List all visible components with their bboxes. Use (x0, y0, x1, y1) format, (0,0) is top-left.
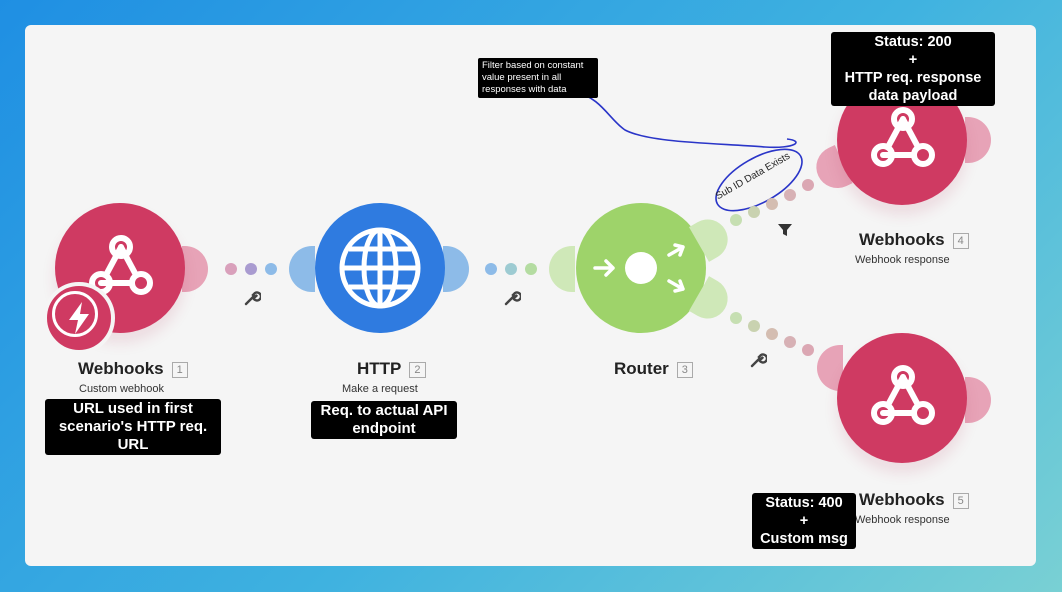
connector-dot (485, 263, 497, 275)
annotation-curve (576, 92, 797, 149)
webhooks1-subtitle: Custom webhook (79, 383, 164, 395)
connector-dot (784, 189, 796, 201)
webhooks4-subtitle: Webhook response (855, 254, 950, 266)
globe-icon (339, 227, 421, 309)
webhook-icon (89, 235, 153, 295)
filter-icon[interactable] (777, 223, 793, 237)
webhooks-module-5[interactable] (837, 333, 967, 463)
wrench-icon[interactable] (243, 289, 261, 307)
connector-dot (766, 198, 778, 210)
webhooks5-subtitle: Webhook response (855, 514, 950, 526)
connector-dot (766, 328, 778, 340)
connector-dot (505, 263, 517, 275)
connector-dot (802, 179, 814, 191)
connector-dot (748, 320, 760, 332)
connector-dot (525, 263, 537, 275)
connector-dot (265, 263, 277, 275)
router-module-3[interactable] (576, 203, 706, 333)
instant-trigger-icon (69, 302, 89, 334)
connector-dot (802, 344, 814, 356)
wrench-icon[interactable] (503, 289, 521, 307)
webhook-icon (871, 365, 935, 425)
connector-dot (748, 206, 760, 218)
router-icon (593, 243, 685, 293)
http2-subtitle: Make a request (342, 383, 418, 395)
wrench-icon[interactable] (749, 351, 767, 369)
url-annotation-tag: URL used in first scenario's HTTP req. U… (45, 399, 221, 455)
connector-dot (730, 214, 742, 226)
instant-trigger-badge[interactable] (43, 282, 115, 354)
connector-dot (245, 263, 257, 275)
connector-dot (730, 312, 742, 324)
status400-annotation-tag: Status: 400 + Custom msg (752, 493, 856, 549)
webhook-icon (871, 107, 935, 167)
http-module-2[interactable] (315, 203, 445, 333)
connector-dot (225, 263, 237, 275)
filter-annotation-note: Filter based on constant value present i… (478, 58, 598, 98)
connector-dot (784, 336, 796, 348)
status200-annotation-tag: Status: 200 + HTTP req. response data pa… (831, 32, 995, 106)
request-annotation-tag: Req. to actual API endpoint (311, 401, 457, 439)
